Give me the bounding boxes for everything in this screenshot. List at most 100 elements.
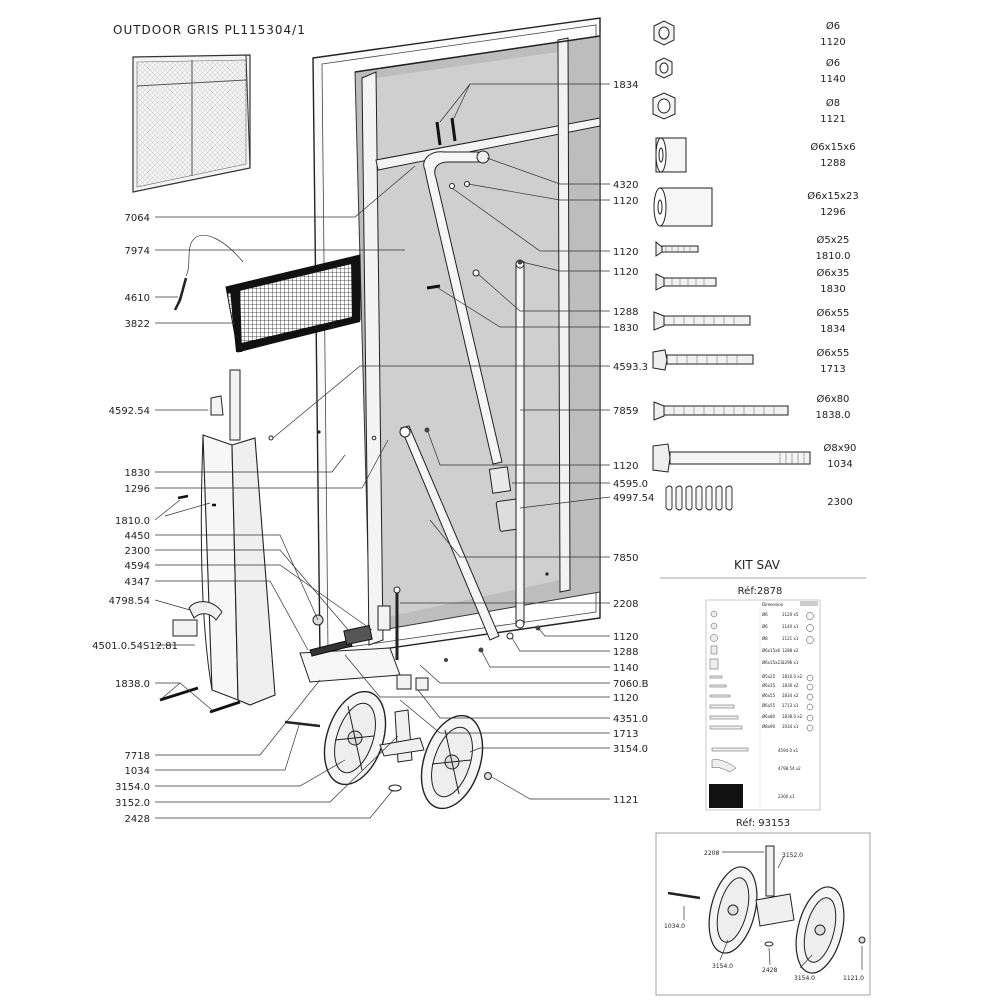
hw-code-6: 1810.0 xyxy=(816,251,851,262)
leader-lines-left xyxy=(154,165,416,819)
hw-code-9: 1713 xyxy=(820,364,845,375)
kit2-label-2428: 2428 xyxy=(762,967,777,974)
screw-1838-icon xyxy=(653,401,789,421)
hw-code-5: 1296 xyxy=(820,207,845,218)
wheel-left xyxy=(323,690,387,786)
callout-4320: 4320 xyxy=(613,180,638,191)
callout-1296: 1296 xyxy=(125,484,150,495)
hw-spec-11: Ø8x90 xyxy=(824,442,857,454)
kit-ref-93153: Réf: 93153 xyxy=(736,817,790,829)
bolt-1034-icon xyxy=(652,443,811,473)
hw-spec-10: Ø6x80 xyxy=(817,393,850,405)
hw-spec-1: Ø6 xyxy=(826,20,840,32)
hw-code-7: 1830 xyxy=(820,284,845,295)
callout-3154-right: 3154.0 xyxy=(613,744,648,755)
callout-7060-b: 7060.B xyxy=(613,679,649,690)
hex-nut-1120-icon xyxy=(653,20,675,46)
svg-text:Ø8x90: Ø8x90 xyxy=(762,724,776,729)
kit2-label-1034: 1034.0 xyxy=(664,923,685,930)
svg-text:Ø6x15x23: Ø6x15x23 xyxy=(762,660,783,665)
callout-7974: 7974 xyxy=(125,246,150,257)
screw-1810-icon xyxy=(655,240,699,257)
callout-1120-f: 1120 xyxy=(613,693,638,704)
callout-3822: 3822 xyxy=(125,319,150,330)
svg-text:4798.54 x2: 4798.54 x2 xyxy=(778,766,801,771)
svg-text:1034 x1: 1034 x1 xyxy=(782,724,799,729)
callout-4610: 4610 xyxy=(125,293,150,304)
kit-title: KIT SAV xyxy=(734,558,781,572)
callout-1810: 1810.0 xyxy=(115,516,150,527)
hw-spec-8: Ø6x55 xyxy=(817,307,850,319)
svg-text:Ø6x80: Ø6x80 xyxy=(762,714,776,719)
screw-1830-icon xyxy=(655,273,717,291)
thumbnail-table-image xyxy=(132,54,251,193)
svg-text:Ø6x55: Ø6x55 xyxy=(762,703,776,708)
svg-text:1830 x2: 1830 x2 xyxy=(782,683,799,688)
callout-1713: 1713 xyxy=(613,729,638,740)
bolts-1834 xyxy=(435,117,457,146)
hw-code-2: 1140 xyxy=(820,74,845,85)
leader-lines-right xyxy=(272,83,611,800)
kit2-label-1121: 1121.0 xyxy=(843,975,864,982)
hardware-labels: Ø6 1120 Ø6 1140 Ø8 1121 Ø6x15x6 1288 Ø6x… xyxy=(807,20,859,508)
hw-spec-4: Ø6x15x6 xyxy=(810,141,855,153)
bolt-1713-icon xyxy=(652,349,754,371)
svg-text:1834 x2: 1834 x2 xyxy=(782,693,799,698)
svg-text:1120 x5: 1120 x5 xyxy=(782,612,799,617)
callout-4798-54: 4798.54 xyxy=(109,596,150,607)
kit2-label-3152: 3152.0 xyxy=(782,852,803,859)
hw-spec-6: Ø5x25 xyxy=(817,234,850,246)
hw-spec-7: Ø6x35 xyxy=(817,267,850,279)
svg-text:Ø6x35: Ø6x35 xyxy=(762,683,776,688)
callout-7064: 7064 xyxy=(125,213,150,224)
svg-text:Ø6x15x6: Ø6x15x6 xyxy=(762,648,781,653)
hw-code-12: 2300 xyxy=(827,497,852,508)
callout-1288-b: 1288 xyxy=(613,647,638,658)
screw-1834-icon xyxy=(653,311,751,331)
svg-text:1121 x1: 1121 x1 xyxy=(782,636,799,641)
clip-4593 xyxy=(268,435,274,441)
bolt-1830 xyxy=(426,284,441,290)
callout-1288-a: 1288 xyxy=(613,307,638,318)
hw-code-11: 1034 xyxy=(827,459,852,470)
kit2-label-2208: 2208 xyxy=(704,850,719,857)
hw-code-3: 1121 xyxy=(820,114,845,125)
diagram-title: OUTDOOR GRIS PL115304/1 xyxy=(113,23,306,37)
callout-4347: 4347 xyxy=(125,577,150,588)
callout-7718: 7718 xyxy=(125,751,150,762)
callout-2208: 2208 xyxy=(613,599,638,610)
nut-1120-d xyxy=(424,427,430,433)
kit-sav-section: KIT SAV Réf:2878 xyxy=(655,558,871,996)
hw-spec-2: Ø6 xyxy=(826,57,840,69)
callout-1830: 1830 xyxy=(125,468,150,479)
callout-7859: 7859 xyxy=(613,406,638,417)
svg-text:1713 x1: 1713 x1 xyxy=(782,703,799,708)
svg-text:Ø5x25: Ø5x25 xyxy=(762,674,776,679)
callout-1838: 1838.0 xyxy=(115,679,150,690)
callout-1121: 1121 xyxy=(613,795,638,806)
callouts-left: 7064 7974 4610 3822 4592.54 1830 1296 18… xyxy=(92,213,178,825)
callout-1834: 1834 xyxy=(613,80,638,91)
spacer-1296-icon xyxy=(653,187,713,227)
svg-text:4594.0 x1: 4594.0 x1 xyxy=(778,748,799,753)
svg-text:2300 x1: 2300 x1 xyxy=(778,794,795,799)
callout-4594: 4594 xyxy=(125,561,150,572)
callout-4997-54: 4997.54 xyxy=(613,493,654,504)
spacer-1288-icon xyxy=(655,137,687,173)
hw-spec-5: Ø6x15x23 xyxy=(807,190,859,202)
wheel-right xyxy=(420,714,484,810)
kit2-label-3154-b: 3154.0 xyxy=(794,975,815,982)
callout-4592-54: 4592.54 xyxy=(109,406,150,417)
svg-text:Dimension: Dimension xyxy=(762,602,784,607)
svg-text:Ø6x55: Ø6x55 xyxy=(762,693,776,698)
callout-1120-a: 1120 xyxy=(613,196,638,207)
svg-text:1140 x1: 1140 x1 xyxy=(782,624,799,629)
callout-7850: 7850 xyxy=(613,553,638,564)
svg-text:1288 x2: 1288 x2 xyxy=(782,648,799,653)
spring-2300-icon xyxy=(665,485,733,511)
hw-code-10: 1838.0 xyxy=(816,410,851,421)
callout-1120-d: 1120 xyxy=(613,461,638,472)
hw-code-4: 1288 xyxy=(820,158,845,169)
